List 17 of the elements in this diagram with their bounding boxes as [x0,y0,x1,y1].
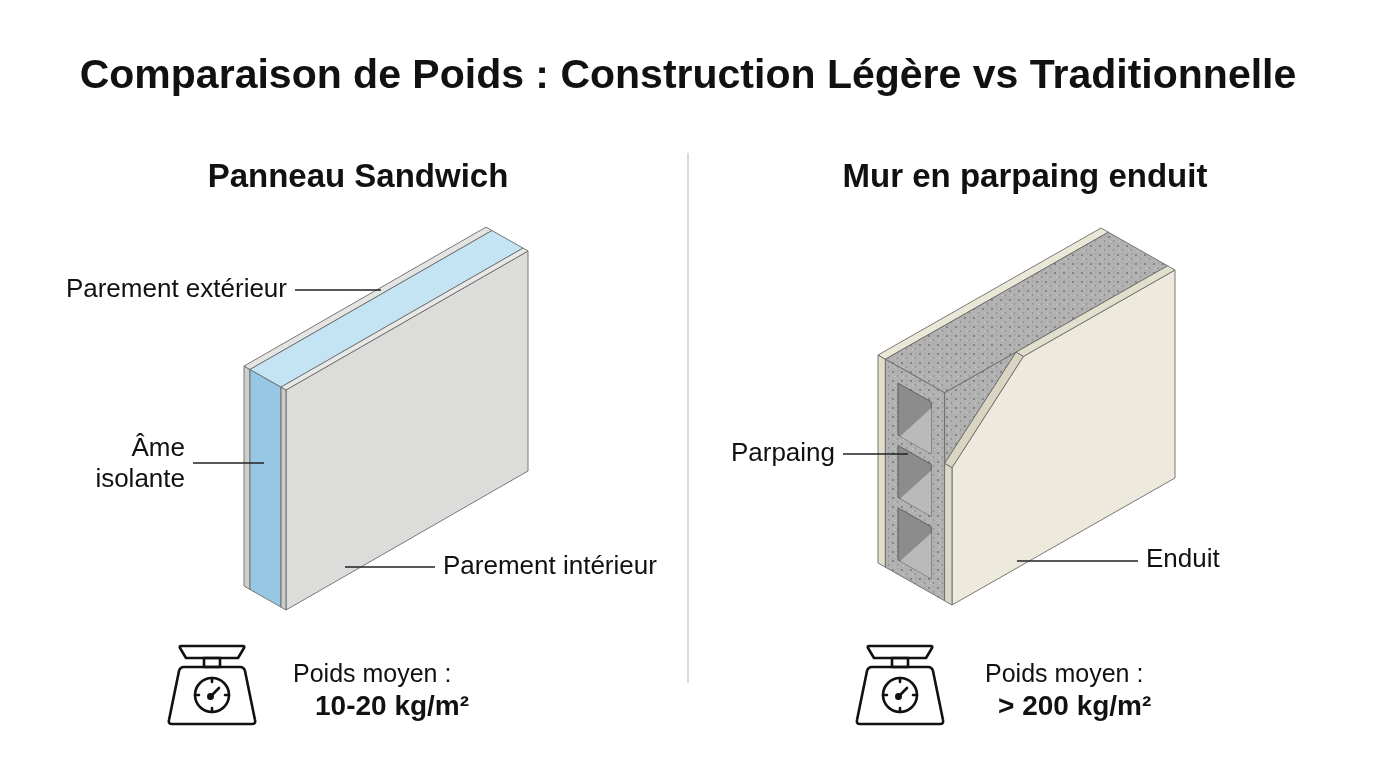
leader-line [842,453,909,455]
weight-caption: Poids moyen : [985,658,1144,688]
callout-label: Parpaing [730,437,835,469]
callout-label: Âme isolante [69,432,185,494]
leader-line [192,462,265,464]
column-heading: Panneau Sandwich [207,156,509,196]
leader-line [1016,560,1139,562]
column-heading: Mur en parpaing enduit [842,156,1208,196]
leader-line [294,289,382,291]
callout-label: Parement intérieur [443,550,657,582]
diagram-title: Comparaison de Poids : Construction Légère vs Traditionnelle [79,50,1297,100]
weight-value: > 200 kg/m² [998,689,1152,723]
weight-caption: Poids moyen : [293,658,452,688]
leader-line [344,566,436,568]
callout-label: Parement extérieur [65,273,287,305]
callout-label: Enduit [1146,543,1220,575]
weight-value: 10-20 kg/m² [315,689,470,723]
